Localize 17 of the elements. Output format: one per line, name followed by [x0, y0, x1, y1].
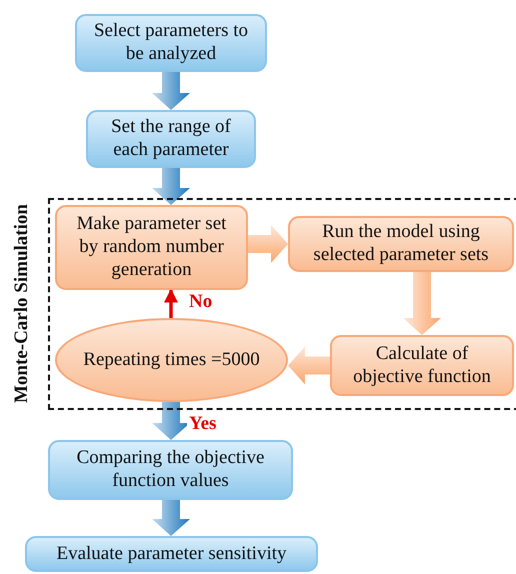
block-arrow [152, 500, 190, 536]
block-arrow [152, 402, 190, 440]
group-title: Monte-Carlo Simulation [10, 203, 33, 406]
block-arrow [403, 272, 441, 335]
process-box: Set the range of each parameter [86, 110, 256, 168]
decision-ellipse: Repeating times =5000 [55, 318, 288, 402]
block-arrow [152, 168, 190, 205]
process-box: Select parameters to be analyzed [75, 14, 267, 72]
arrow [164, 288, 178, 318]
process-box: Make parameter set by random number generation [55, 205, 248, 290]
block-arrow [288, 346, 330, 384]
process-box: Comparing the objective function values [48, 440, 293, 500]
process-box: Calculate of objective function [330, 335, 514, 396]
process-box: Run the model using selected parameter sets [288, 216, 514, 272]
block-arrow [152, 72, 190, 110]
process-box: Evaluate parameter sensitivity [25, 536, 318, 572]
block-arrow [248, 225, 288, 263]
